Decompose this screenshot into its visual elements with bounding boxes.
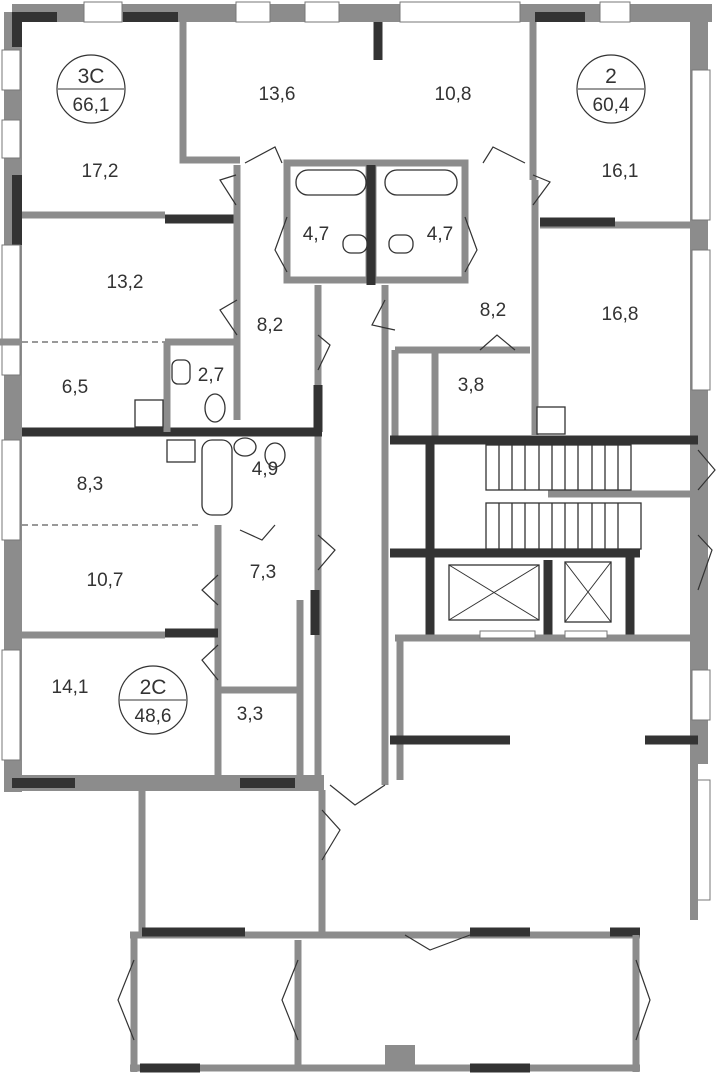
room-area: 2,7 <box>198 365 224 386</box>
apartment-area: 60,4 <box>593 95 630 116</box>
apartment-type: 2 <box>605 65 617 88</box>
interior-walls <box>0 22 698 785</box>
room-area: 13,2 <box>107 272 144 293</box>
room-area: 14,1 <box>52 677 89 698</box>
room-area: 8,2 <box>257 315 283 336</box>
apartment-badge-2: 2 60,4 <box>576 54 646 124</box>
room-area: 13,6 <box>259 84 296 105</box>
room-area: 8,2 <box>480 300 506 321</box>
elevator-large <box>448 564 540 621</box>
room-area: 17,2 <box>82 161 119 182</box>
apartment-area: 48,6 <box>135 706 172 727</box>
lower-block-walls <box>130 790 640 1073</box>
staircase <box>485 444 642 550</box>
outer-walls <box>1 1 712 920</box>
room-area: 3,8 <box>458 375 484 396</box>
apartment-badge-2c: 2С 48,6 <box>118 665 188 735</box>
room-area: 3,3 <box>237 704 263 725</box>
doors <box>117 146 716 1041</box>
room-area: 4,9 <box>252 459 278 480</box>
room-area: 10,8 <box>435 84 472 105</box>
apartment-area: 66,1 <box>73 95 110 116</box>
room-area: 16,8 <box>602 304 639 325</box>
room-area: 4,7 <box>427 224 453 245</box>
room-areas: 17,2 13,6 10,8 16,1 4,7 4,7 13,2 8,2 8,2… <box>52 84 639 725</box>
apartment-badge-3c: 3С 66,1 <box>56 54 126 124</box>
room-area: 10,7 <box>87 570 124 591</box>
room-area: 6,5 <box>62 377 88 398</box>
room-area: 4,7 <box>303 224 329 245</box>
room-area: 16,1 <box>602 161 639 182</box>
room-area: 8,3 <box>77 474 103 495</box>
apartment-type: 3С <box>78 65 105 88</box>
apartment-type: 2С <box>140 676 167 699</box>
elevator-small <box>564 561 612 623</box>
room-area: 7,3 <box>250 562 276 583</box>
fixtures <box>134 169 566 516</box>
